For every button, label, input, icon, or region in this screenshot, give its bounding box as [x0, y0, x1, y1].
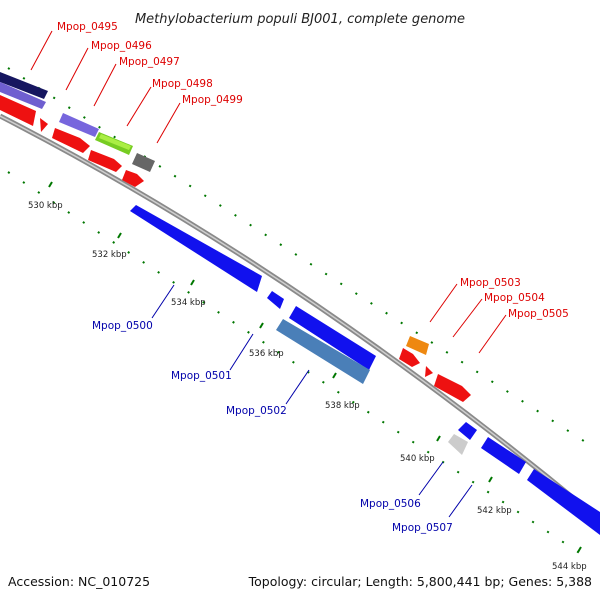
gene-forward	[434, 374, 471, 402]
gene-label-mpop-0501: Mpop_0501	[171, 370, 232, 382]
gene-forward-small	[425, 366, 433, 377]
scale-labels: 530 kbp 532 kbp 534 kbp 536 kbp 538 kbp …	[28, 201, 587, 572]
gene-mpop-0497-hl	[99, 134, 131, 150]
scale-label: 532 kbp	[92, 250, 127, 260]
gene-features-outer	[0, 72, 155, 172]
gene-label-mpop-0495: Mpop_0495	[57, 21, 118, 33]
gene-mpop-0496	[59, 113, 99, 137]
scale-label: 542 kbp	[477, 506, 512, 516]
scale-label: 540 kbp	[400, 454, 435, 464]
forward-genes	[0, 95, 471, 402]
gene-label-mpop-0497: Mpop_0497	[119, 56, 180, 68]
tick-row-inner	[7, 171, 591, 561]
gene-labels: Mpop_0495 Mpop_0496 Mpop_0497 Mpop_0498 …	[57, 21, 569, 534]
gene-mpop-0503	[406, 336, 429, 355]
gene-mpop-0506	[448, 434, 468, 455]
label-leaders	[30, 30, 507, 518]
gene-mpop-0495-inner	[0, 82, 46, 109]
gene-forward	[88, 150, 122, 172]
gene-label-mpop-0496: Mpop_0496	[91, 40, 152, 52]
gene-label-mpop-0498: Mpop_0498	[152, 78, 213, 90]
gene-forward	[52, 128, 90, 153]
reverse-genes	[130, 205, 600, 535]
gene-forward	[122, 170, 144, 187]
gene-label-mpop-0500: Mpop_0500	[92, 320, 153, 332]
gene-reverse	[481, 437, 526, 474]
scale-label: 530 kbp	[28, 201, 63, 211]
gene-mpop-0498	[132, 153, 155, 172]
gene-forward	[0, 95, 36, 126]
scale-label: 536 kbp	[249, 349, 284, 359]
major-tick	[488, 476, 493, 483]
gene-reverse-long	[289, 306, 376, 370]
inner-tick-row	[7, 171, 591, 561]
accession-text: Accession: NC_010725	[8, 574, 150, 589]
major-tick	[259, 322, 264, 329]
major-tick	[577, 546, 582, 553]
genome-summary-text: Topology: circular; Length: 5,800,441 bp…	[248, 574, 592, 589]
scale-label: 534 kbp	[171, 298, 206, 308]
gene-mpop-0502	[276, 319, 370, 384]
outer-tick-row	[7, 67, 591, 446]
gene-label-mpop-0504: Mpop_0504	[484, 292, 545, 304]
tick-row-outer	[7, 67, 591, 446]
gene-label-mpop-0499: Mpop_0499	[182, 94, 243, 106]
major-tick	[436, 435, 441, 442]
gene-mpop-0495-outer	[0, 72, 48, 99]
gene-label-mpop-0505: Mpop_0505	[508, 308, 569, 320]
gene-reverse	[527, 469, 600, 535]
gene-mpop-0500	[130, 205, 262, 292]
gene-forward-small	[40, 118, 48, 132]
major-tick	[190, 279, 195, 286]
gene-small-blue	[267, 291, 284, 309]
major-tick	[48, 181, 53, 188]
gene-label-mpop-0506: Mpop_0506	[360, 498, 421, 510]
gene-forward	[399, 348, 420, 367]
map-title: Methylobacterium populi BJ001, complete …	[135, 12, 465, 27]
gene-label-mpop-0502: Mpop_0502	[226, 405, 287, 417]
backbone	[0, 113, 600, 522]
gene-label-mpop-0503: Mpop_0503	[460, 277, 521, 289]
gene-small-blue	[458, 422, 477, 440]
scale-label: 538 kbp	[325, 401, 360, 411]
major-tick	[332, 372, 337, 379]
gene-label-mpop-0507: Mpop_0507	[392, 522, 453, 534]
scale-label: 544 kbp	[552, 562, 587, 572]
major-tick	[117, 232, 122, 239]
